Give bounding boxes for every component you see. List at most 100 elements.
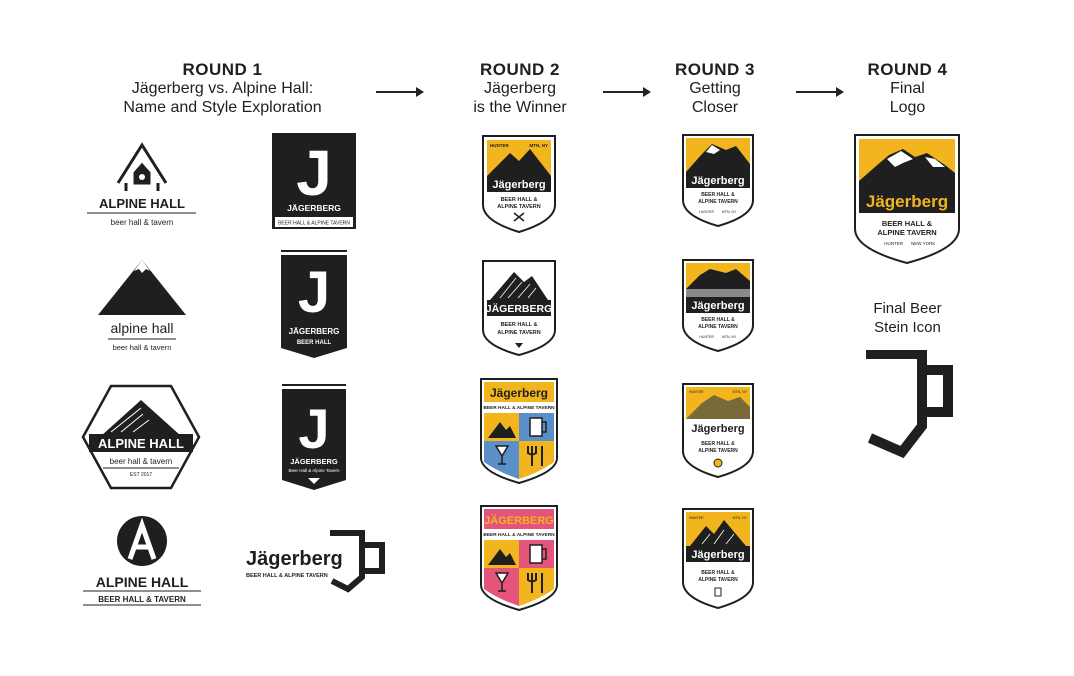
jager-name: Jägerberg — [246, 548, 343, 570]
round3-line2: Closer — [691, 99, 739, 116]
fork-knife-icon — [527, 573, 543, 593]
round2-line1: Jägerberg — [483, 80, 557, 97]
jagerberg-logo-4: Jägerberg BEER HALL & ALPINE TAVERN — [246, 530, 385, 593]
round3-line1: Getting — [689, 80, 741, 97]
jager-sub: BEER HALL & ALPINE TAVERN — [246, 573, 328, 579]
stein-caption: Final Beer Stein Icon — [850, 299, 965, 337]
final-sub1: BEER HALL & — [882, 219, 933, 228]
badge-sub2: ALPINE TAVERN — [497, 330, 541, 336]
round1-line1: Jägerberg vs. Alpine Hall: — [131, 80, 314, 97]
round4-line1: Final — [890, 80, 925, 97]
beer-mug-icon — [714, 587, 722, 597]
round1-title: ROUND 1 — [182, 60, 263, 79]
arrow-icon — [376, 87, 424, 97]
jagerberg-logo-2: J JÄGERBERG BEER HALL — [281, 250, 347, 358]
mountain-icon — [488, 422, 516, 438]
round2-header: ROUND 2 Jägerberg is the Winner — [455, 60, 585, 117]
r2-badge-2: JÄGERBERG BEER HALL & ALPINE TAVERN — [482, 260, 556, 357]
round4-line2: Logo — [889, 99, 926, 116]
jager-name: JÄGERBERG — [290, 457, 338, 466]
alpine-name: ALPINE HALL — [98, 436, 184, 451]
alpine-hall-logo-2: alpine hall beer hall & tavern — [98, 260, 186, 352]
badge-name: Jägerberg — [691, 300, 744, 312]
final-name: Jägerberg — [866, 192, 948, 211]
arrow-icon — [796, 87, 844, 97]
loc-right: MTN, NY — [530, 143, 549, 148]
mountain-icon — [686, 144, 750, 172]
alpine-sub: beer hall & tavern — [113, 343, 172, 352]
r2-badge-1: HUNTER MTN, NY Jägerberg BEER HALL & ALP… — [482, 135, 556, 234]
mountain-icon — [487, 149, 551, 176]
loc-right: MTN, NY — [733, 516, 748, 520]
wine-glass-icon — [494, 445, 510, 465]
badge-sub1: BEER HALL & — [501, 322, 538, 328]
blackletter-j-icon: J — [298, 260, 330, 325]
alpine-hall-logo-4: ALPINE HALL BEER HALL & TAVERN — [83, 516, 201, 606]
blackletter-j-icon: J — [296, 137, 332, 209]
cheers-icon — [713, 458, 723, 468]
round4-header: ROUND 4 Final Logo — [850, 60, 965, 117]
badge-name: Jägerberg — [691, 549, 744, 561]
beer-stein-icon — [866, 350, 953, 458]
r3-badge-1: Jägerberg BEER HALL & ALPINE TAVERN HUNT… — [682, 134, 754, 228]
badge-name: JÄGERBERG — [486, 302, 553, 315]
loc-right: MTN, NY — [722, 210, 737, 214]
jager-name: JÄGERBERG — [287, 203, 341, 213]
round1-line2: Name and Style Exploration — [123, 99, 322, 116]
r3-badge-3: HUNTER MTN, NY Jägerberg BEER HALL & ALP… — [682, 383, 754, 479]
beer-mug-icon — [529, 544, 543, 564]
loc-left: HUNTER — [490, 143, 509, 148]
mountain-icon — [98, 260, 186, 315]
jager-sub: BEER HALL — [297, 340, 332, 346]
round1-header: ROUND 1 Jägerberg vs. Alpine Hall: Name … — [100, 60, 345, 117]
badge-name: Jägerberg — [691, 423, 744, 435]
loc-left: HUNTER — [689, 516, 704, 520]
serif-j-icon: J — [298, 397, 329, 460]
jager-sub: Beer Hall & Alpine Tavern — [289, 468, 340, 473]
wine-glass-icon — [494, 572, 510, 592]
alpine-sub: beer hall & tavern — [110, 457, 173, 466]
stein-line2: Stein Icon — [874, 319, 941, 336]
alpine-name: ALPINE HALL — [99, 196, 185, 211]
badge-sub2: ALPINE TAVERN — [698, 448, 738, 454]
alpine-name: ALPINE HALL — [96, 574, 189, 590]
stein-line1: Final Beer — [873, 300, 942, 317]
mountain-icon — [686, 269, 750, 289]
badge-sub: BEER HALL & ALPINE TAVERN — [483, 532, 555, 538]
loc-left: HUNTER — [699, 210, 714, 214]
round2-line2: is the Winner — [473, 99, 567, 116]
jager-sub: BEER HALL & ALPINE TAVERN — [278, 221, 350, 227]
round3-header: ROUND 3 Getting Closer — [660, 60, 770, 117]
alpine-hall-logo-3: ALPINE HALL beer hall & tavern EST 2017 — [81, 384, 201, 490]
round2-title: ROUND 2 — [479, 60, 560, 79]
loc-left: HUNTER — [689, 390, 704, 394]
mountain-icon — [488, 549, 516, 565]
badge-sub1: BEER HALL & — [701, 441, 735, 447]
badge-name: JÄGERBERG — [484, 514, 554, 527]
alpine-est: EST 2017 — [130, 472, 152, 478]
loc-right: MTN, NY — [722, 335, 737, 339]
badge-sub1: BEER HALL & — [701, 570, 735, 576]
r2-badge-4: JÄGERBERG BEER HALL & ALPINE TAVERN — [480, 505, 558, 612]
jagerberg-logo-3: J JÄGERBERG Beer Hall & Alpine Tavern — [282, 384, 346, 490]
r3-badge-2: Jägerberg BEER HALL & ALPINE TAVERN HUNT… — [682, 259, 754, 353]
fork-knife-icon — [527, 446, 543, 466]
badge-name: Jägerberg — [691, 175, 744, 187]
r3-badge-4: HUNTER MTN, NY Jägerberg BEER HALL & ALP… — [682, 508, 754, 610]
round4-title: ROUND 4 — [867, 60, 948, 79]
arrow-icon — [603, 87, 651, 97]
beer-mug-icon — [529, 417, 543, 437]
jager-name: JÄGERBERG — [289, 327, 340, 336]
badge-sub1: BEER HALL & — [501, 197, 538, 203]
beer-stein-j-icon — [330, 530, 385, 593]
loc-right: MTN, NY — [733, 390, 748, 394]
badge-sub1: BEER HALL & — [701, 192, 735, 198]
alpine-sub: BEER HALL & TAVERN — [98, 595, 186, 604]
final-loc-left: HUNTER — [884, 241, 903, 246]
badge-name: Jägerberg — [490, 386, 548, 400]
badge-name: Jägerberg — [492, 179, 545, 191]
badge-sub2: ALPINE TAVERN — [698, 577, 738, 583]
crossed-tools-icon — [513, 212, 525, 222]
mountain-icon — [686, 395, 750, 419]
chalet-icon — [116, 142, 168, 191]
